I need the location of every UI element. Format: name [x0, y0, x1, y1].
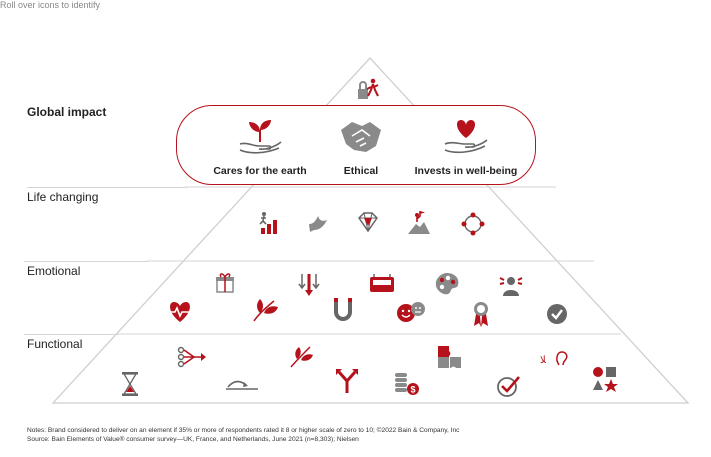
wellness-heart-icon[interactable]	[166, 298, 194, 324]
heart-in-hand-icon	[444, 120, 488, 154]
motivation-icon[interactable]	[255, 210, 281, 236]
dove-icon[interactable]	[306, 210, 330, 234]
summit-flag-icon[interactable]	[406, 208, 432, 236]
reduces-anxiety-arrows-icon[interactable]	[296, 272, 322, 298]
tier-divider-life	[27, 187, 187, 188]
notes-line: Notes: Brand considered to deliver on an…	[27, 427, 460, 434]
tier-label-emotional: Emotional	[27, 264, 81, 278]
integrates-arrows-icon[interactable]	[176, 345, 208, 369]
reduces-effort-icon[interactable]	[224, 377, 260, 393]
global-item-label: Ethical	[343, 165, 379, 177]
saves-money-coins-icon[interactable]: $	[392, 368, 422, 396]
tier-label-global-impact: Global impact	[27, 105, 107, 119]
tier-divider-emotional	[24, 261, 148, 262]
magnet-icon[interactable]	[331, 296, 355, 324]
informs-ear-icon[interactable]: ﻼ	[539, 349, 569, 369]
gift-icon[interactable]	[213, 271, 237, 295]
attractiveness-person-icon[interactable]	[497, 272, 525, 298]
puzzle-connects-icon[interactable]	[435, 343, 467, 371]
palette-icon[interactable]	[433, 271, 461, 297]
global-impact-group: Cares for the earth Ethical Invests in w…	[176, 105, 536, 185]
hint-text: Roll over icons to identify	[0, 0, 101, 10]
handshake-icon	[341, 122, 381, 152]
global-item-label: Cares for the earth	[213, 165, 307, 177]
tier-label-life-changing: Life changing	[27, 190, 99, 204]
source-line: Source: Bain Elements of Value® consumer…	[27, 436, 359, 443]
diamond-icon[interactable]	[355, 210, 381, 234]
svg-text:$: $	[411, 385, 416, 395]
organic-leaves-icon[interactable]	[288, 343, 314, 369]
global-item-cares-for-earth[interactable]: Cares for the earth	[205, 116, 315, 177]
variety-shapes-icon[interactable]	[591, 365, 619, 395]
plant-in-hand-icon	[239, 120, 282, 154]
global-item-label: Invests in well-being	[414, 165, 518, 177]
global-item-ethical[interactable]: Ethical	[331, 116, 391, 177]
quality-check-icon[interactable]	[495, 374, 521, 398]
tier-label-functional: Functional	[27, 337, 83, 351]
tier-divider-functional	[24, 334, 119, 335]
badge-value-icon[interactable]	[470, 300, 492, 328]
fun-chat-faces-icon[interactable]	[395, 299, 427, 327]
hourglass-icon[interactable]	[120, 370, 140, 398]
simplifies-arrows-icon[interactable]	[334, 367, 360, 395]
footnotes: Notes: Brand considered to deliver on an…	[27, 426, 459, 444]
therapeutic-leaves-icon[interactable]	[250, 295, 280, 323]
check-circle-icon[interactable]	[545, 302, 569, 326]
affiliation-circle-icon[interactable]	[460, 211, 486, 237]
svg-text:ﻼ: ﻼ	[540, 355, 547, 366]
self-transcendence-icon[interactable]	[355, 76, 381, 102]
global-item-invests-in-well-being[interactable]: Invests in well-being	[401, 116, 531, 177]
nostalgia-radio-icon[interactable]	[368, 272, 396, 294]
